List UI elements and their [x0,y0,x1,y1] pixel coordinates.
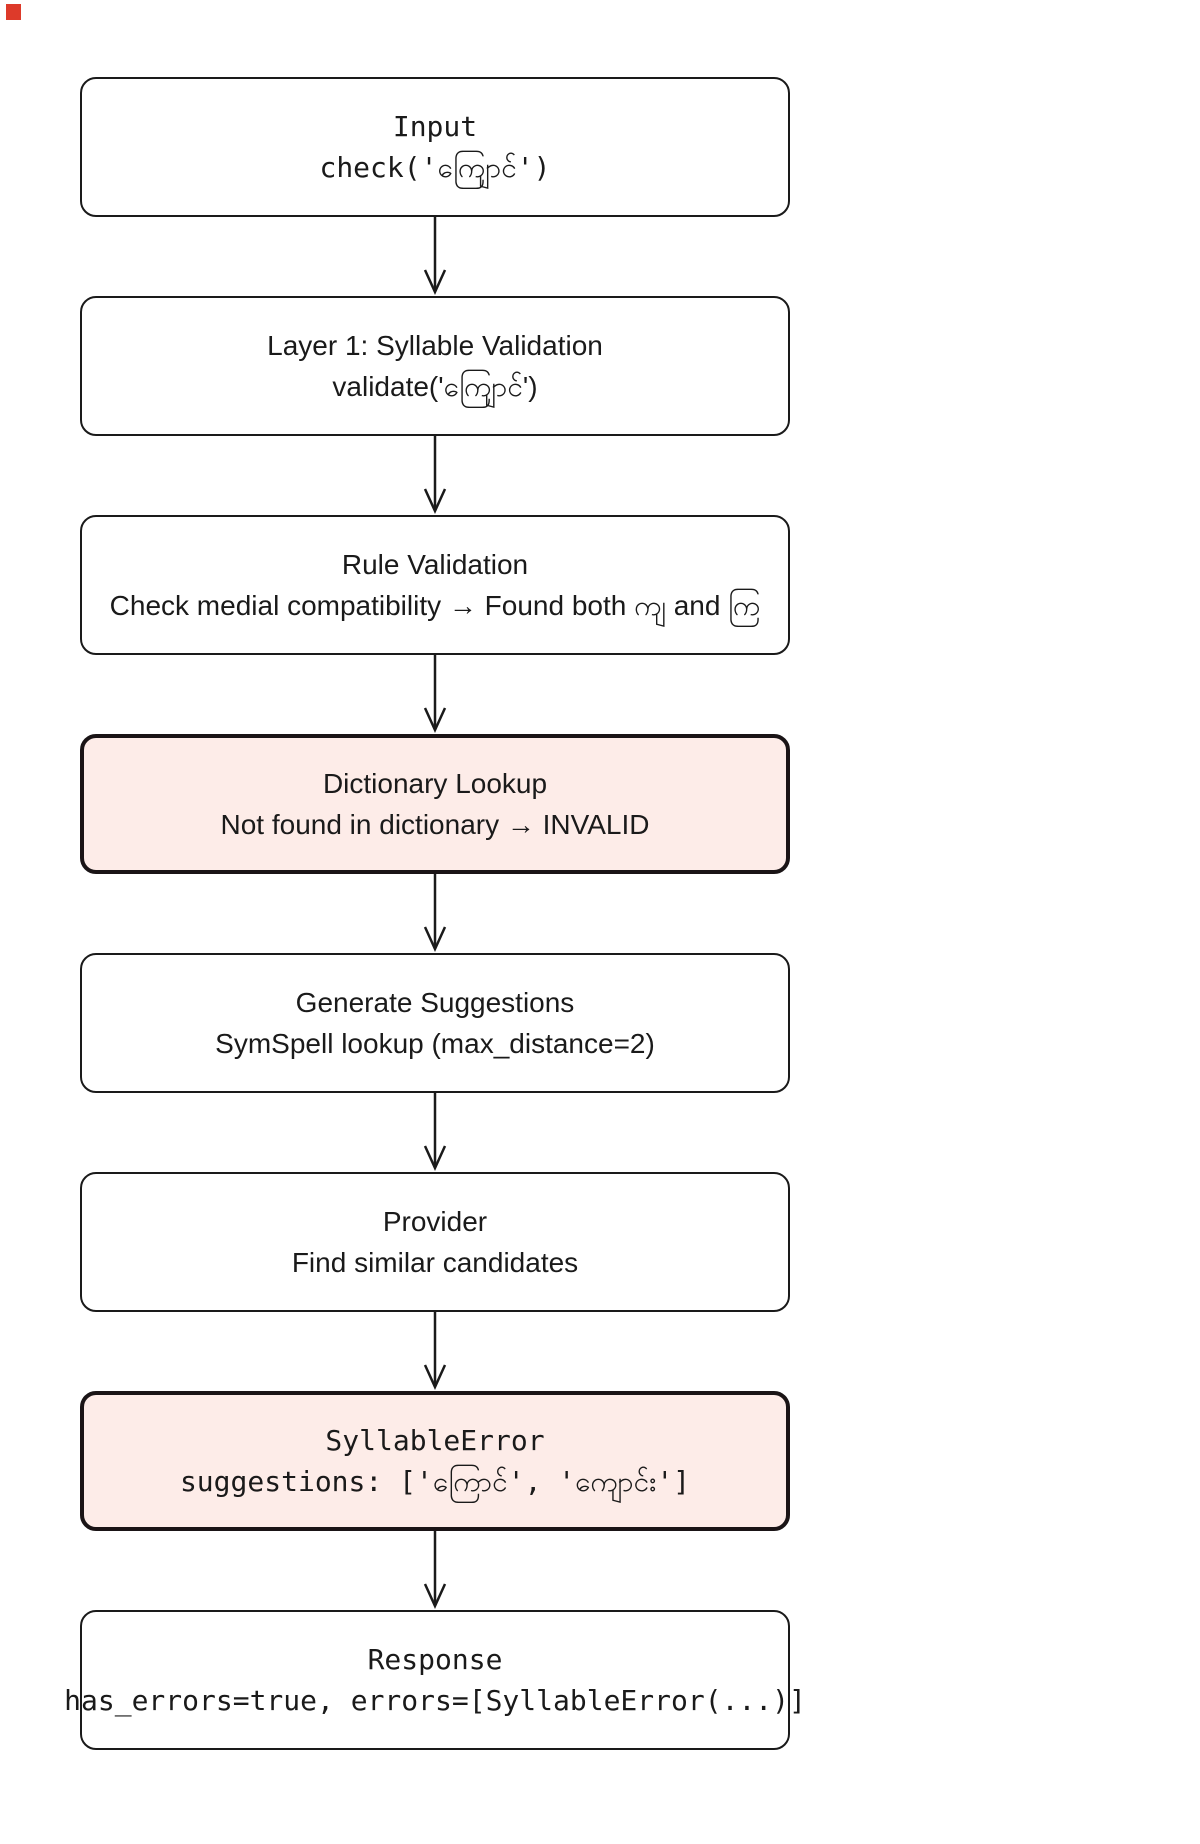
node-title: Input [392,110,478,143]
flow-arrow [420,1093,450,1172]
arrow-down-icon [423,655,447,734]
flow-node-input: Input check('ကျြောင်') [80,77,790,217]
arrow-down-icon [423,1093,447,1172]
node-title: Rule Validation [341,549,529,580]
flow-arrow [420,655,450,734]
flow-node-syllable-error: SyllableError suggestions: ['ကြောင်', 'က… [80,1391,790,1531]
node-subtitle: Find similar candidates [291,1247,579,1278]
flow-arrow [420,1312,450,1391]
node-title: Dictionary Lookup [322,768,548,799]
node-title: SyllableError [325,1424,545,1457]
flow-node-suggestions: Generate Suggestions SymSpell lookup (ma… [80,953,790,1093]
node-title: Layer 1: Syllable Validation [267,330,603,361]
arrow-down-icon [423,217,447,296]
corner-marker [6,4,21,20]
node-subtitle: has_errors=true, errors=[SyllableError(.… [64,1684,806,1717]
node-title: Response [367,1643,503,1676]
flow-arrow [420,217,450,296]
node-subtitle: Check medial compatibility → Found both … [109,590,761,621]
node-title: Provider [382,1206,488,1237]
arrow-down-icon [423,874,447,953]
flow-node-layer1: Layer 1: Syllable Validation validate('က… [80,296,790,436]
flow-arrow [420,436,450,515]
flowchart: Input check('ကျြောင်') Layer 1: Syllable… [64,77,806,1750]
arrow-down-icon [423,436,447,515]
flow-node-provider: Provider Find similar candidates [80,1172,790,1312]
node-subtitle: check('ကျြောင်') [319,151,551,184]
flow-node-dictionary: Dictionary Lookup Not found in dictionar… [80,734,790,874]
flow-arrow [420,874,450,953]
node-subtitle: SymSpell lookup (max_distance=2) [215,1028,655,1059]
node-title: Generate Suggestions [295,987,575,1018]
arrow-down-icon [423,1531,447,1610]
flow-arrow [420,1531,450,1610]
arrow-down-icon [423,1312,447,1391]
node-subtitle: suggestions: ['ကြောင်', 'ကျောင်း'] [179,1465,691,1498]
flow-node-rule: Rule Validation Check medial compatibili… [80,515,790,655]
node-subtitle: Not found in dictionary → INVALID [220,809,650,840]
node-subtitle: validate('ကျြောင်') [332,371,538,402]
flow-node-response: Response has_errors=true, errors=[Syllab… [64,1610,806,1750]
